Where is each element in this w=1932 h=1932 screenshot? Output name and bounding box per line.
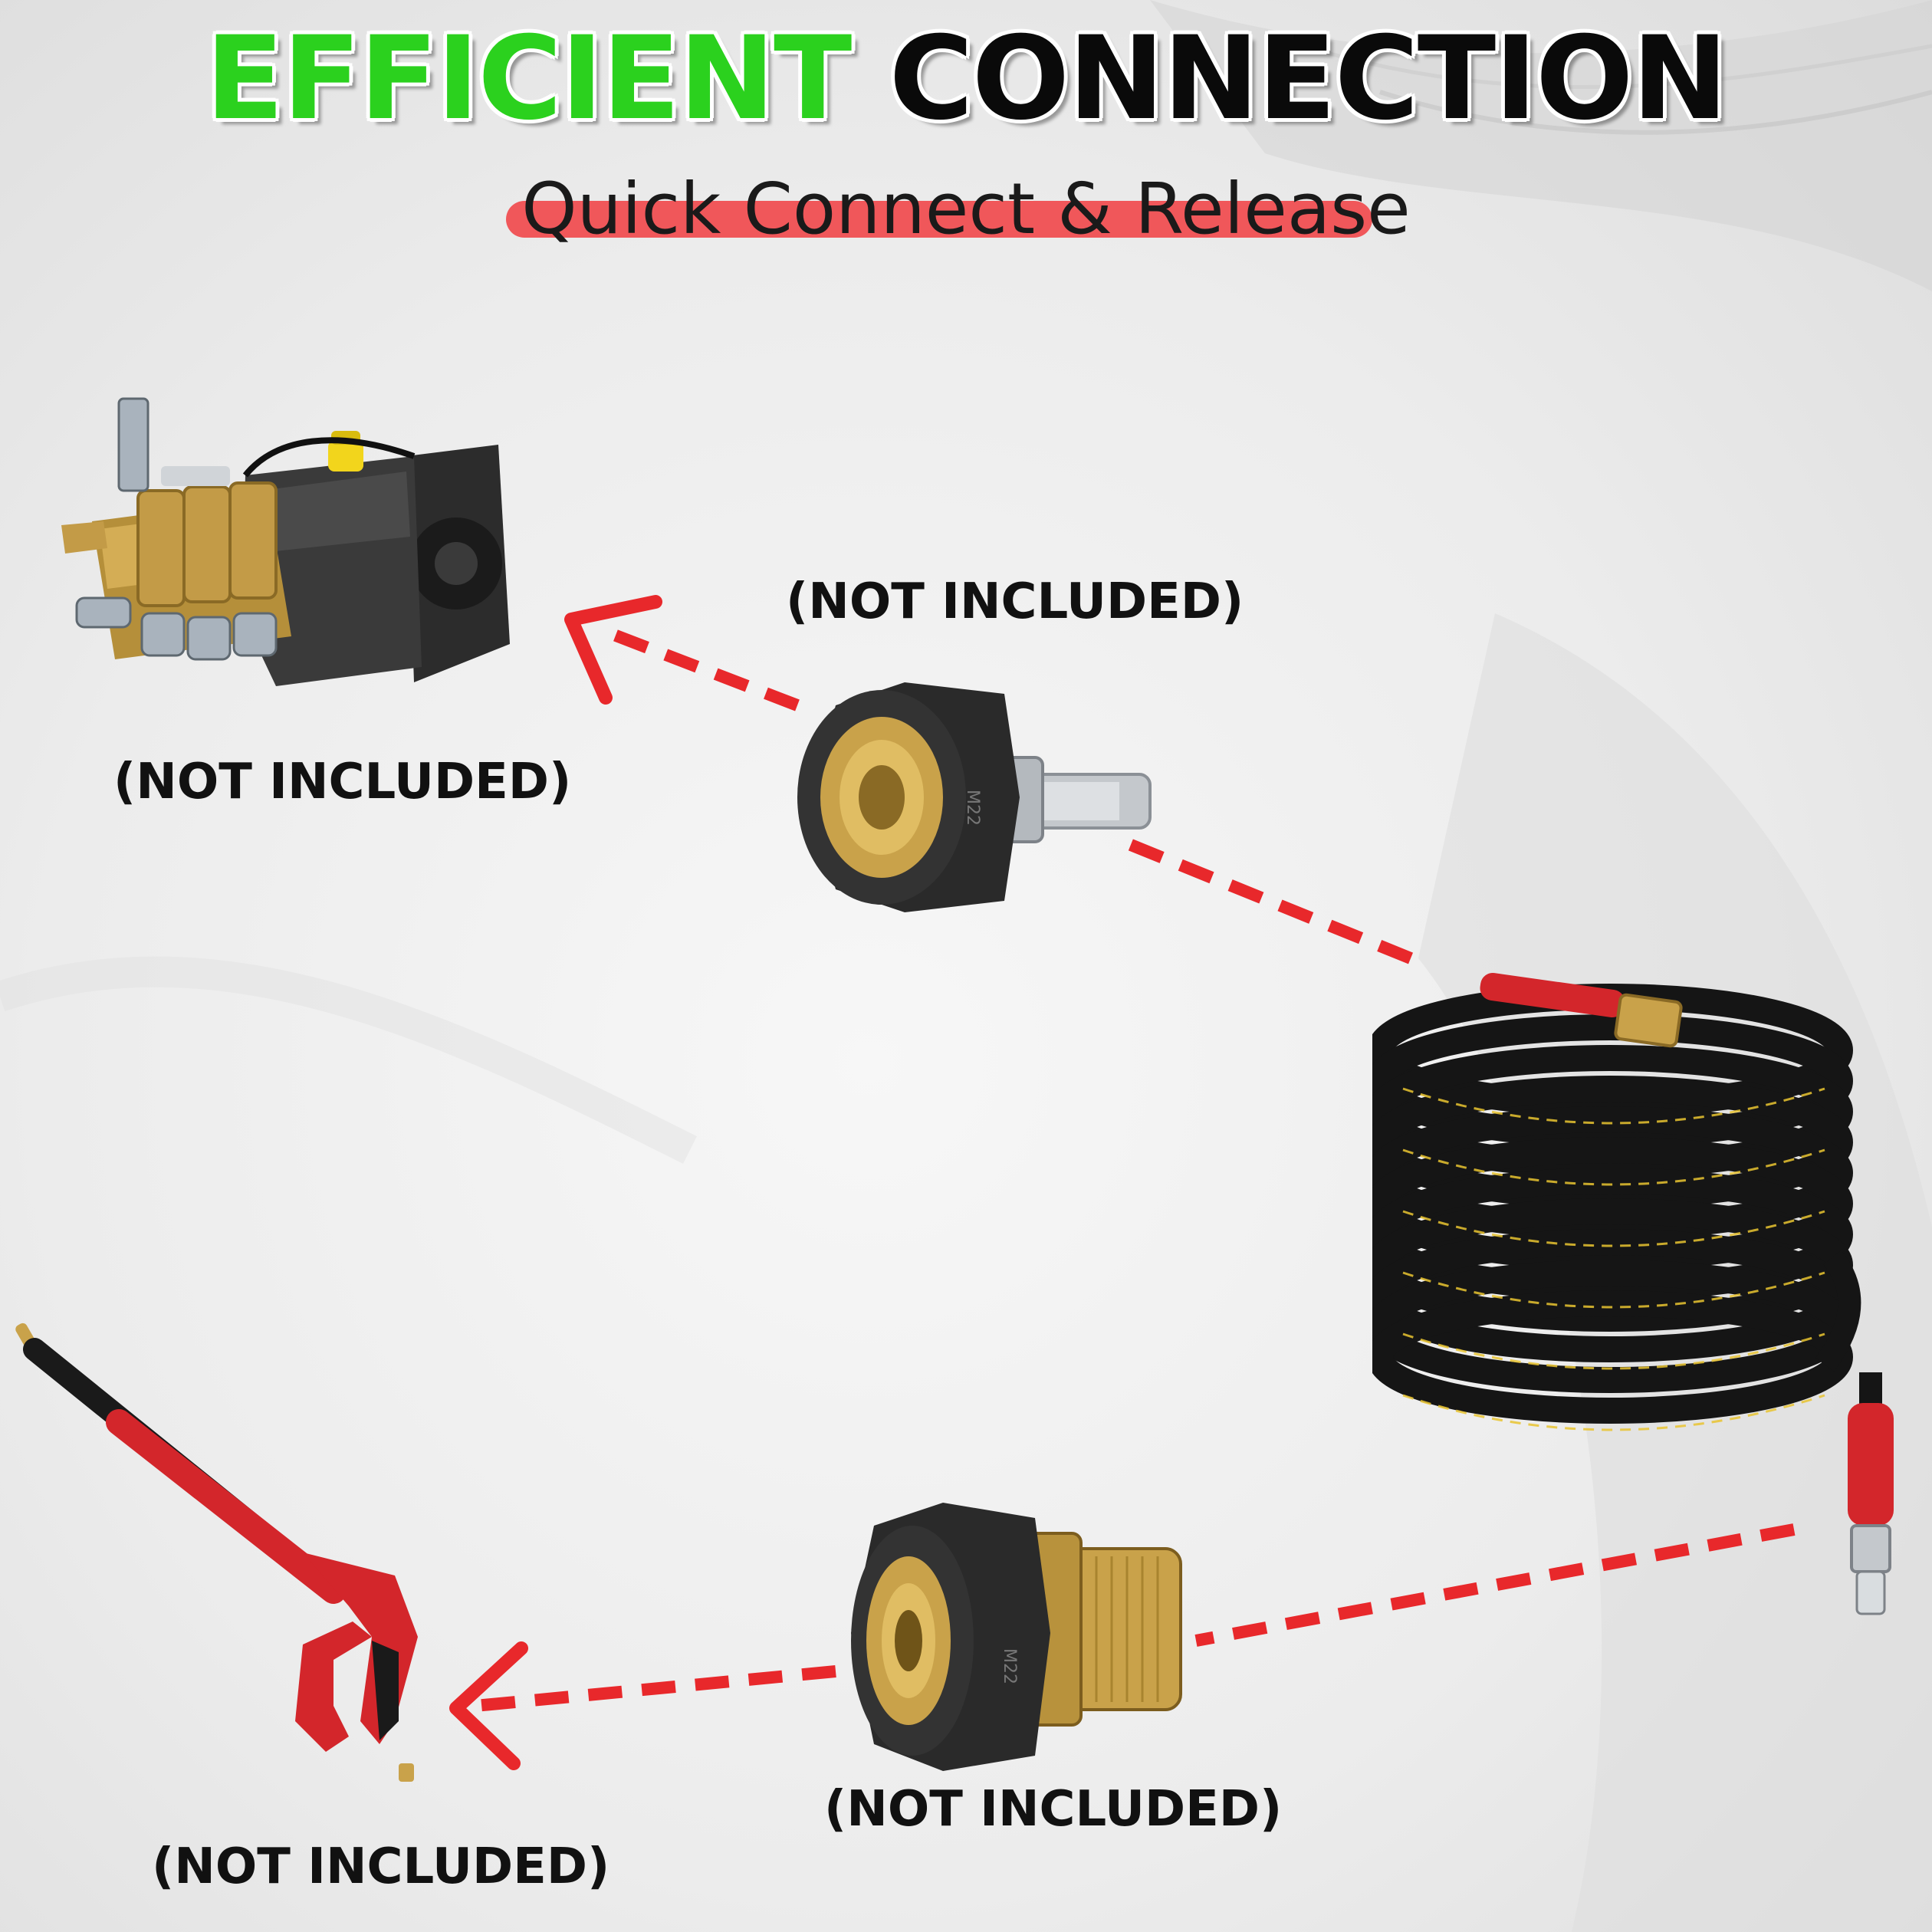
arrow-adapter-to-gun <box>475 1665 836 1712</box>
page-title: EFFICIENT CONNECTION <box>0 14 1932 144</box>
subtitle-highlight <box>506 201 1372 238</box>
adapter-top-mark: M22 <box>963 790 982 826</box>
arrow-adapter-to-pump <box>596 623 800 711</box>
arrow-hose-to-adapter-bottom <box>1194 1523 1796 1647</box>
arrowhead-gun <box>449 1641 528 1770</box>
adapter-bottom-mark: M22 <box>1000 1648 1019 1684</box>
coiled-hose-icon <box>1372 973 1861 1431</box>
title-word-connection: CONNECTION <box>889 12 1728 146</box>
hose-tail-fitting-icon <box>1848 1372 1894 1615</box>
pump-not-included-label: (NOT INCLUDED) <box>113 754 572 810</box>
m22-socket-adapter-icon: M22 <box>851 1503 1182 1771</box>
adapter-bottom-not-included-label: (NOT INCLUDED) <box>824 1781 1283 1838</box>
arrowhead-pump <box>564 595 662 705</box>
subtitle: Quick Connect & Release <box>521 168 1411 250</box>
m22-plug-adapter-icon: M22 <box>797 682 1152 912</box>
spray-gun-not-included-label: (NOT INCLUDED) <box>152 1838 610 1895</box>
pressure-washer-pump-icon <box>61 397 510 686</box>
adapter-top-not-included-label: (NOT INCLUDED) <box>786 573 1244 630</box>
spray-gun-icon <box>15 1322 418 1782</box>
title-word-efficient: EFFICIENT <box>205 12 852 146</box>
